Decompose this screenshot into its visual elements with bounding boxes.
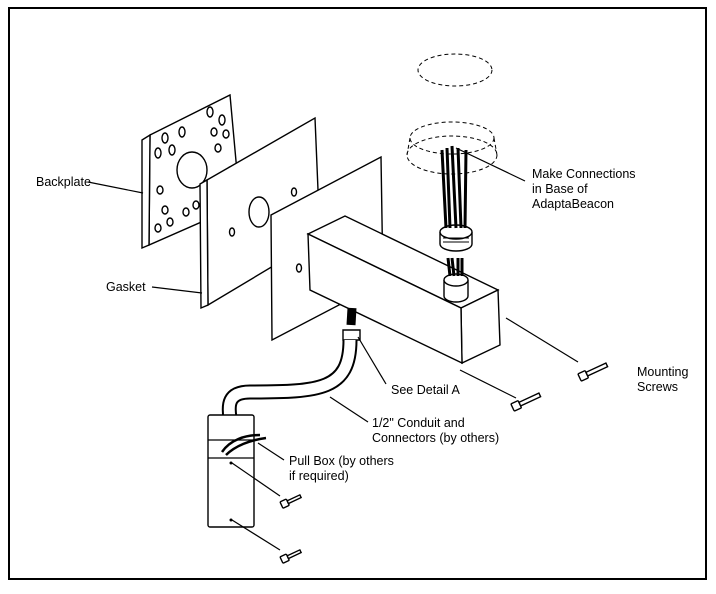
label-backplate: Backplate bbox=[36, 175, 91, 189]
screw-icon bbox=[279, 362, 609, 564]
label-conduit-1: 1/2" Conduit and bbox=[372, 416, 465, 430]
label-mounting-screws-1: Mounting bbox=[637, 365, 688, 379]
conduit bbox=[221, 307, 361, 420]
label-make-connections-2: in Base of bbox=[532, 182, 588, 196]
leader-lines bbox=[87, 147, 579, 551]
pull-box bbox=[207, 414, 267, 528]
label-make-connections-3: AdaptaBeacon bbox=[532, 197, 614, 211]
wire-bundle bbox=[439, 145, 473, 277]
label-gasket: Gasket bbox=[106, 280, 146, 294]
label-pull-box-1: Pull Box (by others bbox=[289, 454, 394, 468]
label-conduit-2: Connectors (by others) bbox=[372, 431, 499, 445]
label-pull-box-2: if required) bbox=[289, 469, 349, 483]
beacon-outline-dashed bbox=[406, 53, 498, 175]
label-see-detail: See Detail A bbox=[391, 383, 460, 397]
label-mounting-screws-2: Screws bbox=[637, 380, 678, 394]
label-make-connections-1: Make Connections bbox=[532, 167, 636, 181]
beacon-base-box bbox=[306, 215, 501, 365]
